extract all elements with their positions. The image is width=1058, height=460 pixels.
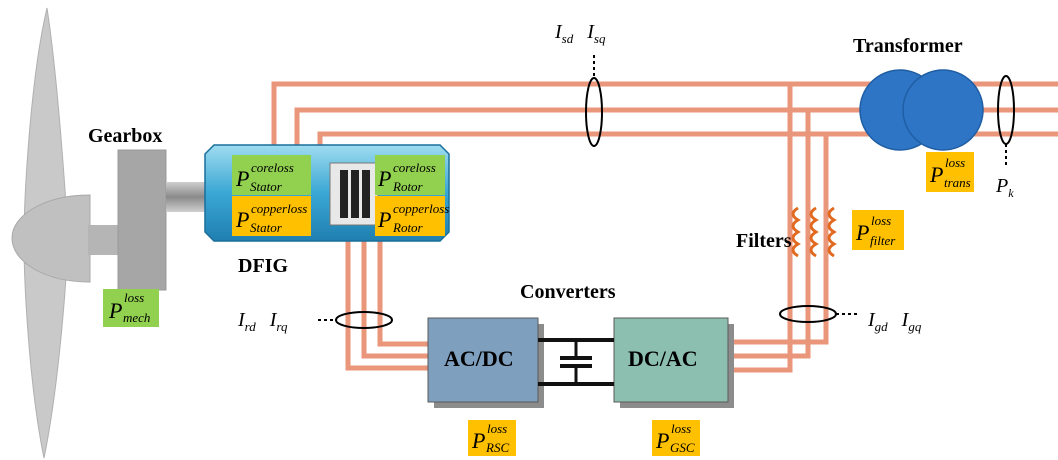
svg-text:P: P [108, 298, 122, 323]
loss-trans-box [926, 152, 974, 192]
loss-rsc-box [468, 420, 516, 456]
rotor-lines [345, 240, 428, 371]
turbine [11, 7, 120, 459]
svg-text:loss: loss [124, 290, 144, 305]
svg-text:P: P [929, 162, 943, 187]
loss-stator-copper-label: P copperloss Stator [235, 201, 307, 235]
loss-rotor-copper-label: P copperloss Rotor [377, 201, 449, 235]
svg-text:filter: filter [870, 233, 896, 248]
svg-text:GSC: GSC [670, 440, 695, 455]
grid-power-label: Pk [995, 175, 1014, 200]
rotor-current-probe [335, 311, 393, 329]
turbine-hub [11, 194, 91, 283]
loss-gsc-label: P loss GSC [655, 421, 695, 455]
dcac-converter [613, 317, 729, 403]
svg-text:loss: loss [671, 421, 691, 436]
rotor-bar-3 [362, 170, 370, 218]
svg-text:Rotor: Rotor [392, 220, 424, 235]
gearbox-block [117, 149, 167, 291]
loss-gsc-box [652, 420, 700, 456]
loss-filter-box [852, 210, 904, 250]
svg-text:trans: trans [944, 175, 971, 190]
acdc-label: AC/DC [444, 346, 514, 371]
svg-text:copperloss: copperloss [393, 201, 449, 216]
filters-label: Filters [736, 230, 792, 252]
svg-text:coreloss: coreloss [251, 160, 294, 175]
svg-text:P: P [655, 428, 669, 453]
loss-rotor-core-box [375, 155, 445, 195]
loss-stator-core-label: P coreloss Stator [235, 160, 294, 194]
loss-mech-label: P loss mech [108, 290, 150, 325]
gear-shaft [166, 182, 208, 212]
svg-text:P: P [235, 166, 249, 191]
transformer [859, 69, 984, 151]
svg-text:P: P [855, 220, 869, 245]
svg-text:loss: loss [487, 421, 507, 436]
rotor-bar-1 [340, 170, 348, 218]
svg-text:P: P [377, 166, 391, 191]
svg-text:Rotor: Rotor [392, 179, 424, 194]
loss-stator-copper-box [232, 196, 311, 236]
loss-rsc-label: P loss RSC [471, 421, 509, 455]
svg-text:Stator: Stator [250, 220, 283, 235]
loss-filter-label: P loss filter [855, 213, 896, 248]
loss-rotor-copper-box [375, 196, 445, 236]
svg-text:mech: mech [123, 310, 150, 325]
filter-coils [791, 206, 837, 258]
converters-label: Converters [520, 281, 616, 303]
loss-trans-label: P loss trans [929, 155, 971, 190]
svg-text:RSC: RSC [485, 440, 509, 455]
svg-text:P: P [235, 207, 249, 232]
grid-side-lines [732, 84, 829, 373]
loss-rotor-core-label: P coreloss Rotor [377, 160, 436, 194]
svg-text:P: P [377, 207, 391, 232]
svg-text:P: P [471, 428, 485, 453]
stator-current-probe [585, 77, 603, 147]
svg-text:coreloss: coreloss [393, 160, 436, 175]
loss-mech-box [103, 289, 159, 327]
gearbox-label: Gearbox [88, 125, 162, 147]
dfig-label: DFIG [238, 255, 288, 277]
loss-stator-core-box [232, 155, 311, 195]
svg-text:copperloss: copperloss [251, 201, 307, 216]
acdc-converter [427, 317, 539, 403]
svg-text:loss: loss [871, 213, 891, 228]
converters [427, 317, 734, 408]
svg-text:loss: loss [945, 155, 965, 170]
transformer-label: Transformer [853, 35, 963, 57]
rotor-bar-2 [351, 170, 359, 218]
hub-shaft [88, 225, 120, 255]
svg-text:Stator: Stator [250, 179, 283, 194]
dcac-label: DC/AC [628, 346, 698, 371]
